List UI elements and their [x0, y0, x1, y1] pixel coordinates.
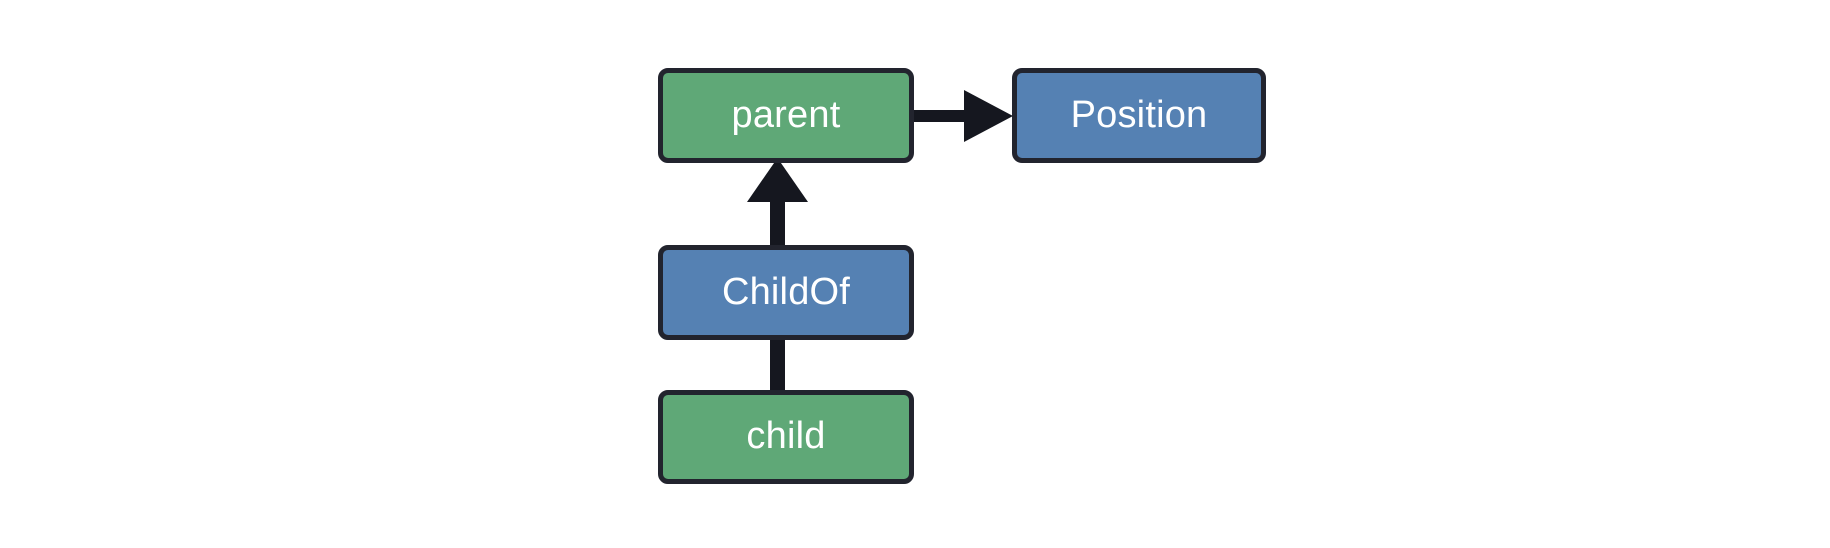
node-position-label: Position [1070, 93, 1208, 136]
node-position[interactable]: Position [1012, 68, 1266, 163]
edge-parent-to-position [912, 90, 1013, 142]
node-child[interactable]: child [658, 390, 914, 484]
edge-childof-to-parent [747, 158, 808, 248]
node-childof-label: ChildOf [721, 270, 851, 313]
node-childof[interactable]: ChildOf [658, 245, 914, 340]
node-parent-label: parent [731, 93, 841, 136]
node-child-label: child [746, 415, 826, 457]
edge-child-to-childof [770, 336, 785, 394]
node-parent[interactable]: parent [658, 68, 914, 163]
